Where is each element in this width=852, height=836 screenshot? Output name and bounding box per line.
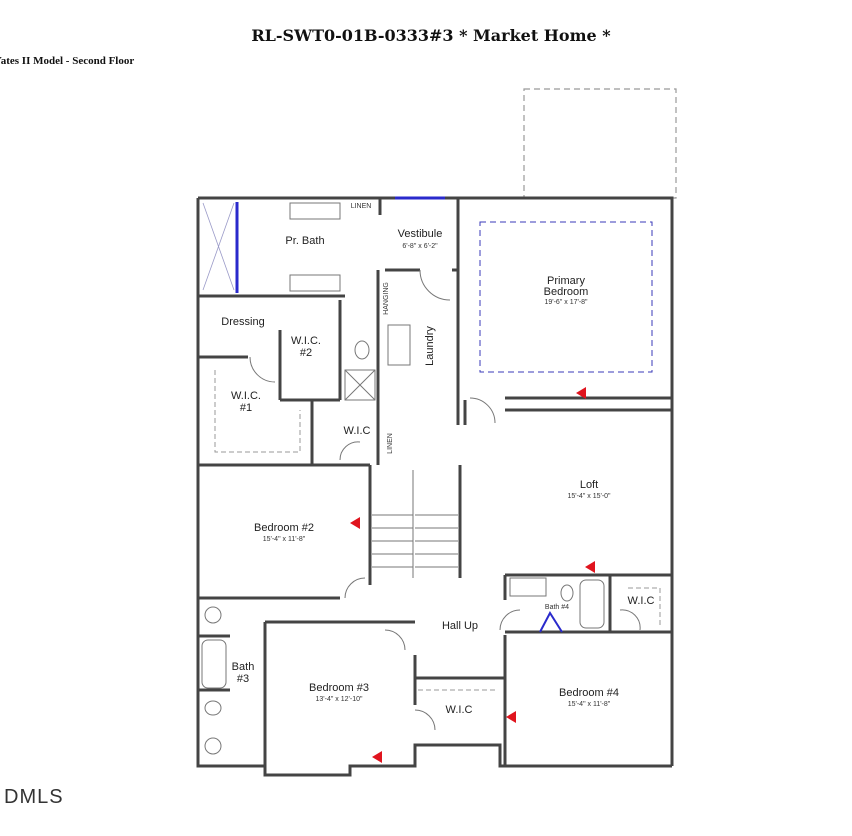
room-label-bath3: Bath bbox=[231, 661, 255, 673]
closet-shelves bbox=[214, 370, 661, 691]
room-dims-bedroom3: 13'-4" x 12'-10" bbox=[315, 696, 363, 703]
room-label-vestibule: Vestibule bbox=[397, 228, 443, 240]
room-label-linen: LINEN bbox=[350, 203, 372, 210]
room-label-laundry: Laundry bbox=[423, 326, 436, 366]
page-title: RL-SWT0-01B-0333#3 * Market Home * bbox=[251, 26, 611, 45]
room-label-wic2-num: #2 bbox=[299, 347, 313, 359]
arrow-marker-icon bbox=[350, 517, 360, 529]
room-label-hanging: HANGING bbox=[382, 282, 390, 315]
room-dims-bedroom2: 15'-4" x 11'-8" bbox=[262, 536, 306, 543]
primary-bedroom-outline bbox=[479, 221, 653, 373]
room-label-primary-bedroom: Bedroom bbox=[543, 286, 589, 298]
accent-lines bbox=[202, 196, 653, 633]
mls-watermark: DMLS bbox=[4, 786, 64, 808]
arrow-marker-icon bbox=[506, 711, 516, 723]
room-label-loft: Loft bbox=[579, 479, 599, 491]
future-room-outline bbox=[523, 88, 677, 199]
room-label-wic1-num: #1 bbox=[239, 402, 253, 414]
room-label-wic-bed3: W.I.C bbox=[445, 704, 473, 716]
shower-pattern bbox=[202, 202, 235, 291]
arrow-marker-icon bbox=[576, 387, 586, 399]
arrow-marker-icon bbox=[372, 751, 382, 763]
room-label-bedroom3: Bedroom #3 bbox=[309, 682, 369, 694]
room-label-dressing: Dressing bbox=[221, 316, 265, 328]
room-label-linen-2: LINEN bbox=[386, 433, 394, 454]
walls bbox=[196, 196, 674, 777]
red-arrows bbox=[350, 387, 595, 763]
room-label-wic2: W.I.C. bbox=[291, 335, 321, 347]
plan-subtitle: Yates II Model - Second Floor bbox=[0, 55, 135, 67]
room-label-primary: Primary bbox=[547, 275, 585, 287]
room-dims-vestibule: 6'-8" x 6'-2" bbox=[402, 243, 438, 250]
room-label-pr-bath: Pr. Bath bbox=[285, 235, 325, 247]
room-dims-bedroom4: 15'-4" x 11'-8" bbox=[567, 701, 611, 708]
room-label-bath4: Bath #4 bbox=[544, 604, 570, 611]
room-label-bath3-num: #3 bbox=[236, 673, 250, 685]
room-label-wic1: W.I.C. bbox=[231, 390, 261, 402]
room-label-bedroom4: Bedroom #4 bbox=[559, 687, 619, 699]
room-label-wic: W.I.C bbox=[343, 425, 371, 437]
room-label-wic-bed4: W.I.C bbox=[627, 595, 655, 607]
room-dims-loft: 15'-4" x 15'-0" bbox=[567, 493, 611, 500]
bath4-door bbox=[539, 611, 563, 633]
stair-treads bbox=[201, 202, 641, 755]
room-label-bedroom2: Bedroom #2 bbox=[254, 522, 314, 534]
room-dims-primary: 19'-6" x 17'-8" bbox=[544, 299, 588, 306]
room-label-hall-up: Hall Up bbox=[441, 620, 479, 632]
arrow-marker-icon bbox=[585, 561, 595, 573]
